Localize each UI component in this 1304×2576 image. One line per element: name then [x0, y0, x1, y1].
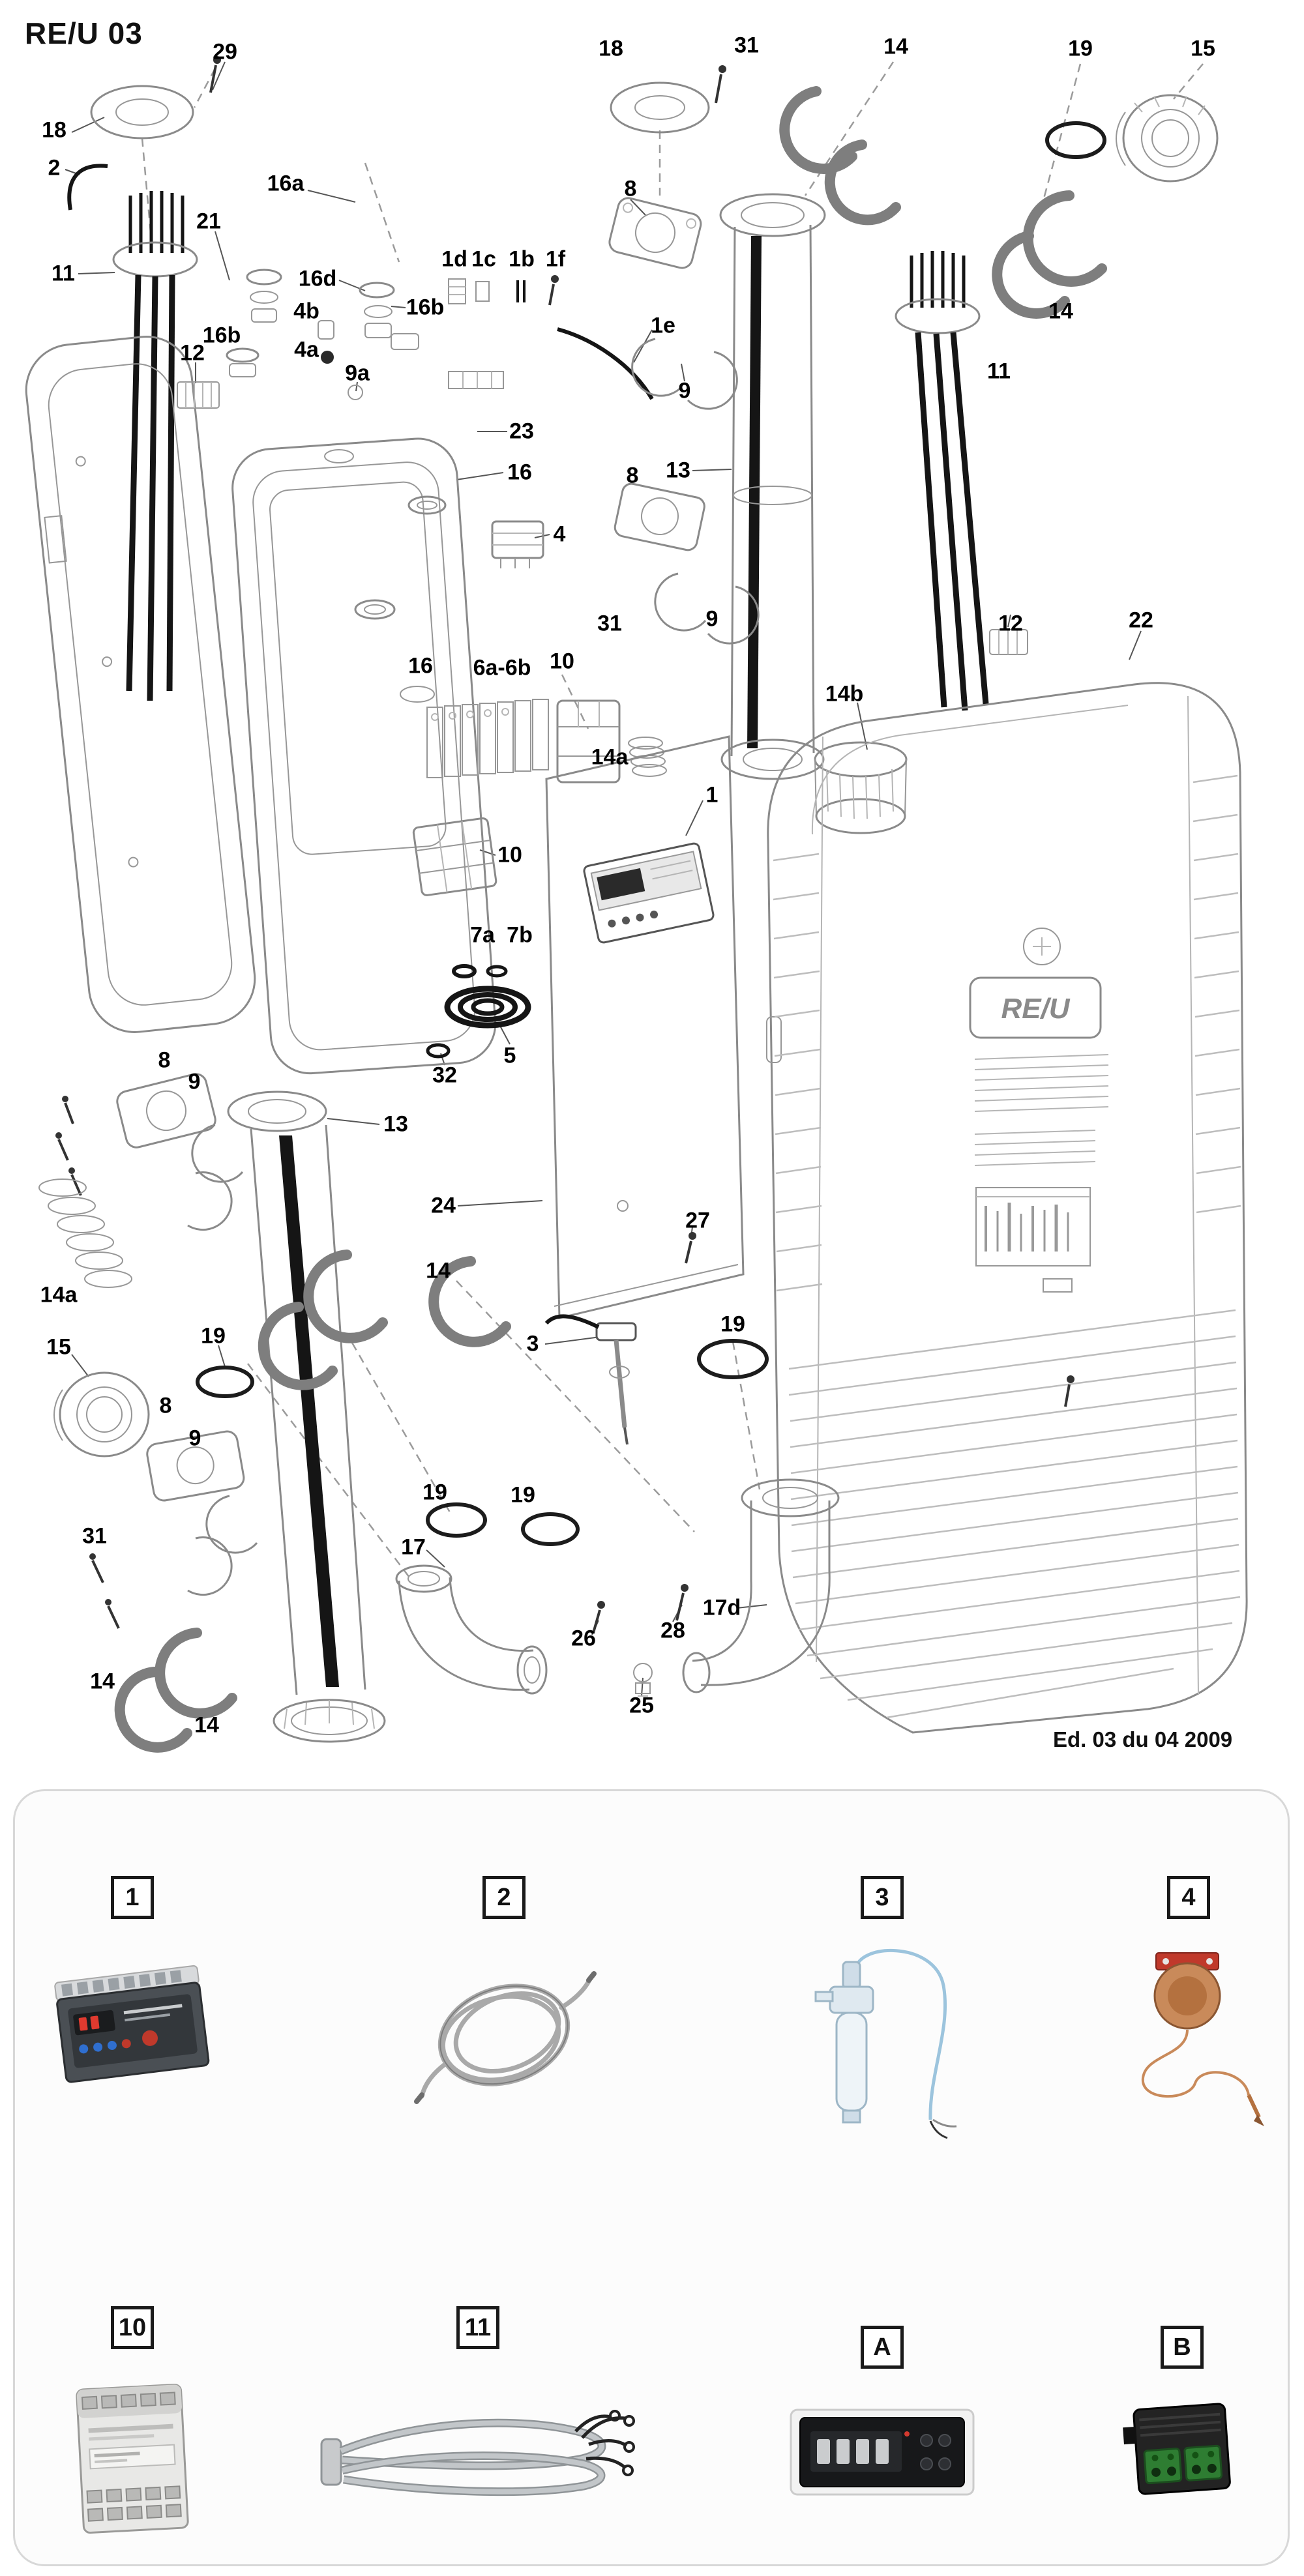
part-label-2: 2: [482, 1876, 526, 1919]
part-photo-interface-module: [1123, 2403, 1231, 2495]
part-label-1: 1: [111, 1876, 154, 1919]
rear-shell: [25, 335, 256, 1033]
part-label-A: A: [861, 2326, 904, 2369]
part-photo-heating-element: [320, 2410, 635, 2496]
fitting-top-right: [1045, 94, 1219, 183]
flange-top-middle: [610, 65, 726, 134]
part-photo-dosing-unit: [814, 1949, 957, 2139]
terminal-strip-left: [177, 381, 220, 409]
part-label-B: B: [1161, 2326, 1204, 2369]
part-label-11: 11: [456, 2306, 499, 2349]
terminal-strip-right: [989, 629, 1028, 655]
part-photo-capillary-cable: [414, 1971, 597, 2104]
part-card-A: A: [745, 2326, 1019, 2524]
temperature-sensor: [544, 1314, 637, 1445]
grommet-discs: [426, 964, 531, 1059]
cover-brand-label: RE/U: [1001, 993, 1070, 1025]
left-tube-assembly: [38, 1073, 388, 1753]
part-card-1: 1: [22, 1876, 243, 2126]
front-panel: [545, 735, 745, 1319]
part-card-10: 10: [22, 2306, 243, 2556]
part-label-3: 3: [861, 1876, 904, 1919]
part-card-2: 2: [367, 1876, 641, 2126]
part-card-3: 3: [752, 1876, 1013, 2165]
heating-rods-left: [112, 191, 198, 701]
flange-top-left: [67, 56, 221, 211]
part-photo-thermostat: [1141, 1952, 1264, 2126]
part-label-10: 10: [111, 2306, 154, 2349]
edition-note: Ed. 03 du 04 2009: [1053, 1727, 1233, 1751]
part-photo-control-unit: [54, 1965, 210, 2083]
heating-rods-right: [895, 251, 989, 711]
part-photo-digital-controller: [790, 2408, 975, 2496]
exploded-diagram: RE/U: [25, 56, 1248, 1753]
part-label-4: 4: [1167, 1876, 1210, 1919]
part-card-4: 4: [1084, 1876, 1293, 2165]
outer-cover: RE/U: [766, 682, 1248, 1734]
page-title: RE/U 03: [25, 16, 143, 50]
small-electrical-parts: [448, 275, 654, 400]
center-tube-assembly: [428, 86, 1107, 1347]
inner-housing: [231, 437, 497, 1075]
cable-glands: [226, 269, 419, 400]
elbow-17d: [592, 1339, 840, 1697]
parts-gallery: 1: [13, 1789, 1290, 2566]
exploded-view-section: RE/U: [25, 16, 1248, 1753]
part-photo-contactor: [76, 2383, 189, 2534]
terminal-blocks: [412, 699, 667, 896]
elbow-17: [395, 1502, 580, 1695]
part-card-11: 11: [295, 2306, 660, 2530]
relay-module: [491, 520, 544, 568]
part-card-B: B: [1078, 2326, 1286, 2524]
